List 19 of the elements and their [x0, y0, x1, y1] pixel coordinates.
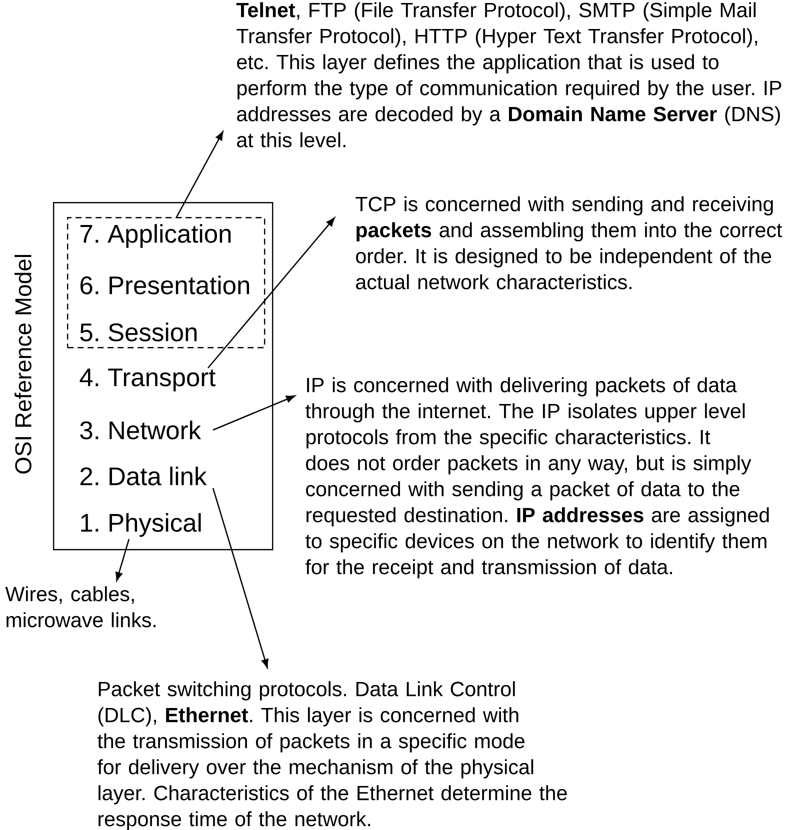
- description-text: TCP is concerned with sending and receiving packets and assembling them into the correct order. It is designed to be independent of the actual network characteristics.: [356, 196, 782, 290]
- arrow: [212, 488, 268, 668]
- description-text: IP is concerned with delivering packets of data through the internet. The IP isolates upper level protocols from the specific characteristics. It does not order packets in any way, but is simply concerned with sending a packet of data to the requested destination. IP addresses are assigned to specific devices on the network to identify them for the receipt and transmission of data.: [306, 377, 769, 578]
- layer-label: 3. Network: [80, 420, 202, 440]
- description-text: Packet switching protocols. Data Link Control (DLC), Ethernet. This layer is concerned with the transmission of packets in a specific mode for delivery over the mechanism of the physical layer. Characteristics of the Ethernet determine the response time of the network.: [98, 681, 567, 830]
- description-text: Wires, cables, microwave links.: [5, 586, 156, 628]
- arrow: [208, 217, 335, 368]
- layer-label: 1. Physical: [81, 513, 201, 537]
- layer-label: 7. Application: [80, 224, 231, 248]
- layer-label: 2. Data link: [80, 466, 207, 486]
- layer-group-box: [67, 217, 266, 348]
- arrow: [176, 131, 224, 218]
- arrow: [212, 395, 296, 431]
- arrow: [116, 538, 130, 581]
- description-text: Telnet, FTP (File Transfer Protocol), SMTP (Simple Mail Transfer Protocol), HTTP (Hyper Text Transfer Protocol), etc. This layer defines the application that is used to perform the type of communication required by the user. IP addresses are decoded by a Domain Name Server (DNS) at this level.: [236, 2, 782, 148]
- layer-label: 5. Session: [80, 322, 197, 342]
- layer-label: 6. Presentation: [80, 276, 250, 294]
- layer-label: 4. Transport: [80, 368, 216, 392]
- rotated-title: OSI Reference Model: [14, 255, 32, 474]
